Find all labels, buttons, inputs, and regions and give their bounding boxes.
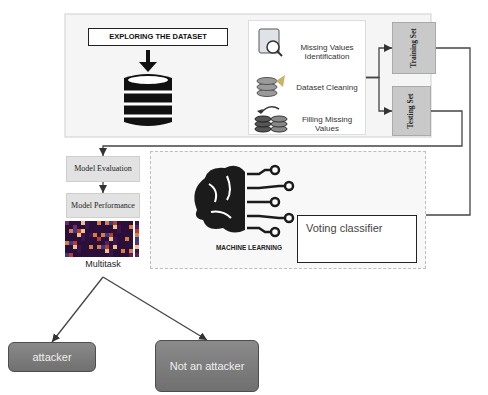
classifier-box: Voting classifier [297, 215, 417, 263]
connector [103, 277, 207, 340]
node-text: attacker [32, 351, 71, 364]
node-text: Not an attacker [170, 360, 245, 373]
connector [366, 48, 392, 78]
output-box: attacker [8, 342, 96, 372]
title-box: EXPLORING THE DATASET [88, 28, 228, 46]
database-icon [124, 50, 172, 126]
connector [52, 277, 103, 342]
node-text: Model Performance [71, 201, 135, 210]
node-text: Testing Set [407, 94, 416, 129]
heatmap-image [65, 221, 141, 257]
split-box: Training Set [392, 22, 436, 74]
heatmap-figure: Multitask [64, 221, 142, 271]
process-box: Model Evaluation [66, 156, 140, 182]
top-panel [65, 14, 431, 137]
preprocessing-panel: Missing Values IdentificationDataset Cle… [248, 20, 366, 135]
node-text: Training Set [410, 28, 419, 68]
node-text: Voting classifier [306, 222, 408, 235]
ml-panel: MACHINE LEARNINGVoting classifier [150, 151, 426, 269]
split-box: Testing Set [392, 86, 431, 136]
output-box: Not an attacker [155, 340, 259, 392]
node-text: EXPLORING THE DATASET [109, 33, 207, 42]
brain-icon [187, 160, 307, 240]
process-box: Model Performance [66, 193, 140, 218]
node-text: Model Evaluation [74, 164, 132, 173]
node-text: Filling Missing Values [289, 115, 365, 133]
connector [366, 78, 392, 112]
step-icons [249, 21, 289, 134]
node-text: Missing Values Identification [289, 43, 365, 61]
connector [102, 182, 103, 193]
node-text: Multitask [64, 259, 142, 269]
node-text: Dataset Cleaning [289, 83, 365, 92]
